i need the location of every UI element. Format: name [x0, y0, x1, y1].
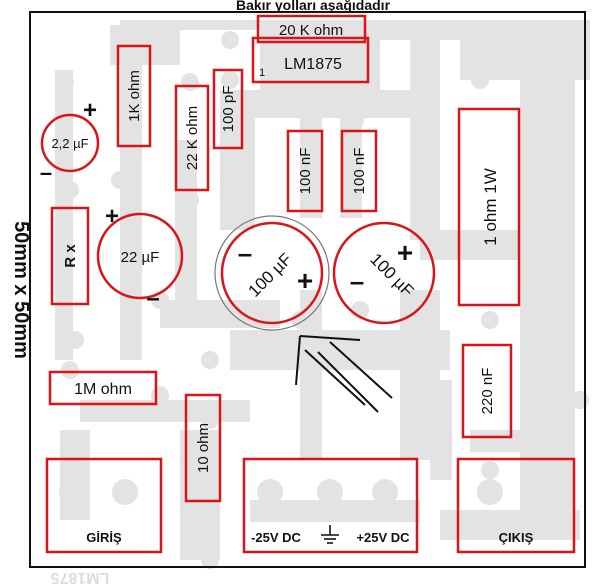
resistor-1m-label: 1M ohm [74, 381, 132, 398]
capacitor-22u-label: 22 µF [121, 249, 160, 266]
copper-side-note: Bakır yolları aşağıdadır [236, 0, 391, 13]
input-connector-label: GİRİŞ [86, 530, 122, 545]
polarity-plus-100u-right: + [397, 237, 413, 268]
pen-sketch-marks [295, 335, 393, 413]
mirrored-chip-label: LM1875 [51, 569, 110, 586]
capacitor-ring [214, 215, 330, 331]
ic-pin1-label: 1 [259, 67, 265, 79]
capacitor-100nf-b-label: 100 nF [351, 148, 368, 195]
polarity-minus-100u-right: – [350, 266, 364, 296]
ic-label: LM1875 [284, 56, 342, 73]
board-border [29, 11, 586, 568]
power-minus-label: -25V DC [251, 530, 301, 545]
polarity-plus-2u2: + [83, 97, 97, 124]
resistor-10ohm-label: 10 ohm [195, 423, 212, 473]
capacitor-220nf-label: 220 nF [479, 368, 496, 415]
polarity-minus-100u-left: – [238, 238, 252, 268]
resistor-rx-label: R x [62, 244, 79, 268]
power-plus-label: +25V DC [356, 530, 410, 545]
output-connector-label: ÇIKIŞ [499, 530, 534, 545]
polarity-plus-100u-left: + [297, 265, 313, 296]
board-size-label: 50mm x 50mm [10, 221, 32, 359]
capacitor-2u2-label: 2,2 µF [51, 136, 88, 151]
resistor-22k-label: 22 K ohm [184, 106, 201, 170]
polarity-minus-2u2: – [40, 160, 52, 185]
resistor-20k-label: 20 K ohm [279, 22, 343, 39]
copper-traces [29, 11, 590, 569]
polarity-minus-22u: – [146, 285, 159, 312]
component-outlines [40, 14, 576, 554]
polarity-plus-22u: + [105, 203, 119, 230]
resistor-1ohm-1w-label: 1 ohm 1W [481, 168, 500, 245]
resistor-1k-label: 1K ohm [126, 70, 143, 122]
capacitor-100nf-a-label: 100 nF [297, 148, 314, 195]
ground-icon [321, 525, 339, 544]
capacitor-100pf-label: 100 pF [220, 86, 237, 133]
